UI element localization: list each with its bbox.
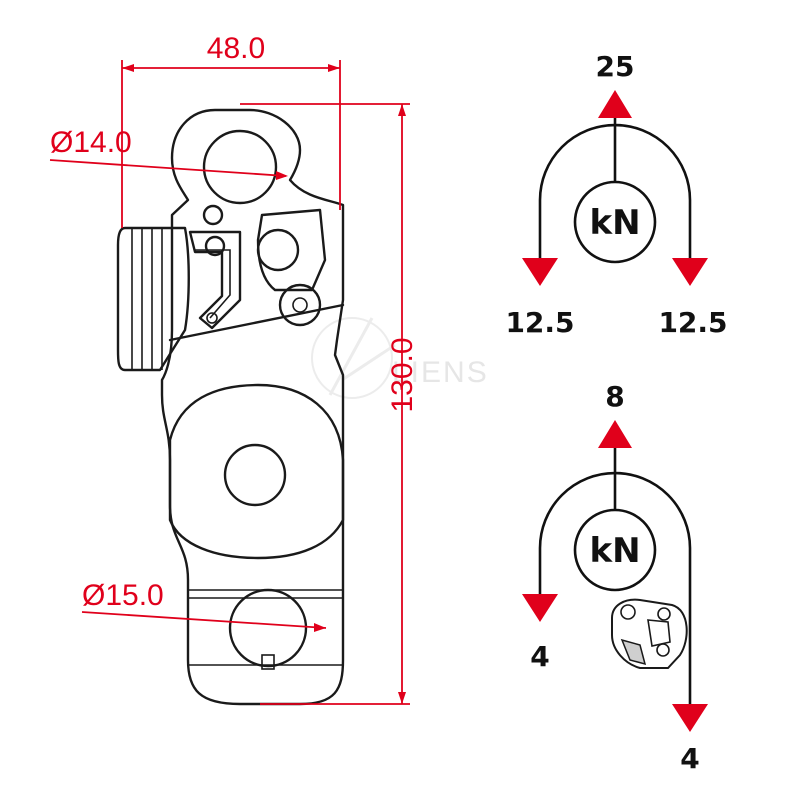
cam-mechanism <box>188 230 242 330</box>
lower-pivot-pin <box>292 297 308 313</box>
load-top-value: 25 <box>596 50 635 83</box>
load-right-value: 4 <box>680 742 699 775</box>
top-hole-leader <box>49 159 287 177</box>
dim-arrowhead <box>398 104 406 116</box>
load-diagram-2: kN 8 4 4 <box>522 380 708 775</box>
sheave-outline <box>168 383 345 560</box>
dimension-lines: 48.0 130.0 Ø14.0 Ø15.0 <box>49 32 419 705</box>
bottom-notch <box>261 654 275 670</box>
dim-arrowhead <box>328 64 340 72</box>
load-diagram-1: kN 25 12.5 12.5 <box>505 50 727 339</box>
cam-spring <box>195 249 231 319</box>
load-right-value: 12.5 <box>658 306 727 339</box>
unit-label: kN <box>589 203 640 243</box>
unit-circle <box>573 508 657 592</box>
device-drawing <box>116 108 345 706</box>
load-arrow-up <box>598 90 632 118</box>
cam-pin <box>206 312 218 324</box>
dim-arrowhead <box>398 692 406 704</box>
width-label: 48.0 <box>207 32 265 65</box>
lever-ribs <box>131 228 163 370</box>
unit-label: kN <box>589 531 640 571</box>
load-arrow-down-left <box>522 258 558 286</box>
load-arrow-up <box>598 420 632 448</box>
lower-pivot <box>278 283 322 327</box>
height-label: 130.0 <box>386 337 419 412</box>
load-left-value: 12.5 <box>505 306 574 339</box>
side-plate-right <box>256 208 327 292</box>
load-top-value: 8 <box>605 380 624 413</box>
watermark: LIENS <box>311 317 489 399</box>
center-axle <box>223 443 287 507</box>
watermark-text: LIENS <box>392 356 489 389</box>
plate-edge-line <box>168 303 345 342</box>
top-attachment-hole <box>202 129 278 205</box>
dim-arrowhead <box>122 64 134 72</box>
pivot-hole <box>256 228 300 272</box>
dim-arrowhead <box>276 171 288 180</box>
unit-circle <box>573 180 657 264</box>
rivet-hole <box>204 235 226 257</box>
top-hole-diameter-label: Ø14.0 <box>50 126 132 159</box>
bottom-attachment-hole <box>228 588 308 668</box>
load-arrow-down-right <box>672 258 708 286</box>
rivet-hole <box>202 204 224 226</box>
bottom-hole-leader <box>81 611 327 629</box>
cam-lever <box>116 226 190 372</box>
device-thumbnail <box>611 598 688 669</box>
load-left-value: 4 <box>530 640 549 673</box>
load-arrow-down-right <box>672 704 708 732</box>
load-arrow-down-left <box>522 594 558 622</box>
dim-arrowhead <box>314 623 326 632</box>
bottom-hole-diameter-label: Ø15.0 <box>82 579 164 612</box>
